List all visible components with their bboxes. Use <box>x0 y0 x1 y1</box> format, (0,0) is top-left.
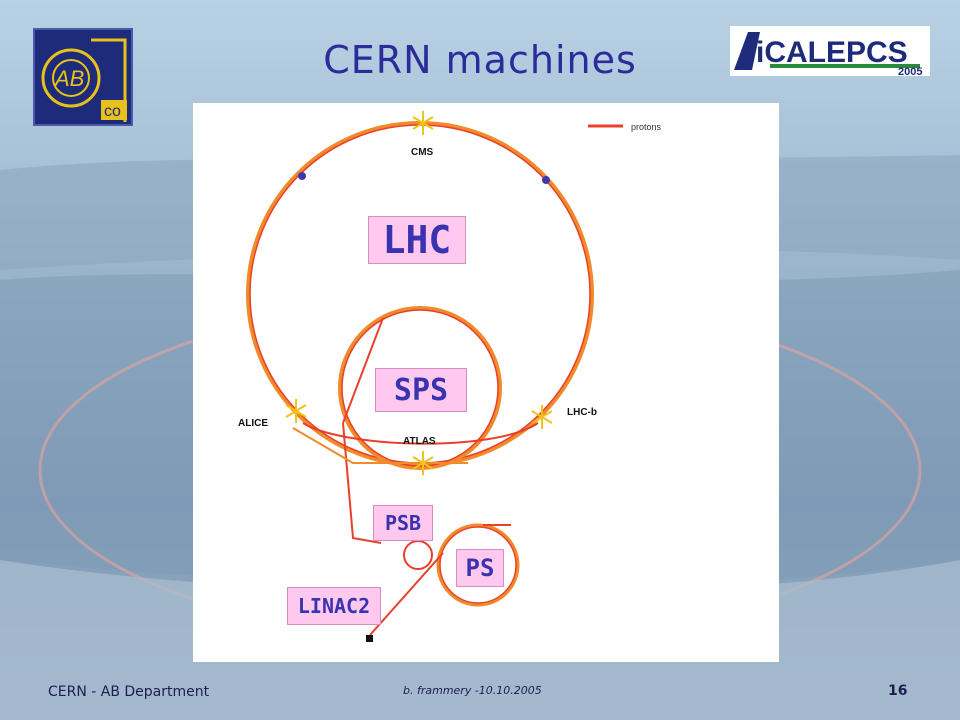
atlas-label: ATLAS <box>403 436 436 447</box>
ab-co-logo: AB co <box>33 28 133 126</box>
logo-ab-text: AB <box>53 66 84 91</box>
logo-co-text: co <box>104 103 121 120</box>
footer-department: CERN - AB Department <box>48 684 210 700</box>
icalepcs-logo: iCALEPCS 2005 <box>730 26 930 78</box>
lhc-marker-left <box>298 172 306 180</box>
linac2-label: LINAC2 <box>287 587 381 625</box>
lhc-marker-right <box>542 176 550 184</box>
psb-ring <box>403 540 433 570</box>
page-number: 16 <box>888 683 908 699</box>
cms-star-icon <box>412 111 434 135</box>
logo-year-text: 2005 <box>898 66 922 76</box>
sps-ring <box>338 306 502 470</box>
accelerator-diagram: protons CMS ALICE <box>238 111 662 642</box>
page-title: CERN machines <box>323 38 637 82</box>
footer-author: b. frammery -10.10.2005 <box>403 684 542 697</box>
psb-label: PSB <box>373 505 433 541</box>
lhcb-star-icon <box>531 405 553 429</box>
transfer-line-ti8 <box>292 427 468 464</box>
sps-label: SPS <box>375 368 467 412</box>
lhcb-label: LHC-b <box>567 407 597 418</box>
sps-beam <box>341 309 499 467</box>
injection-line-sps <box>342 317 384 424</box>
cms-label: CMS <box>411 147 434 158</box>
ps-ring <box>436 523 520 607</box>
legend-label: protons <box>631 122 662 132</box>
alice-star-icon <box>285 399 307 423</box>
alice-label: ALICE <box>238 418 268 429</box>
linac-line <box>369 552 444 636</box>
transfer-line-sps-ps <box>342 422 382 544</box>
ps-beam <box>439 526 517 604</box>
atlas-star-icon <box>412 451 434 475</box>
transfer-line-ti2 <box>302 422 539 445</box>
ps-label: PS <box>456 549 504 587</box>
linac-source <box>366 635 373 642</box>
lhc-label: LHC <box>368 216 466 264</box>
accelerator-diagram-panel: protons CMS ALICE <box>193 103 779 662</box>
logo-icalepcs-text: iCALEPCS <box>756 36 908 69</box>
